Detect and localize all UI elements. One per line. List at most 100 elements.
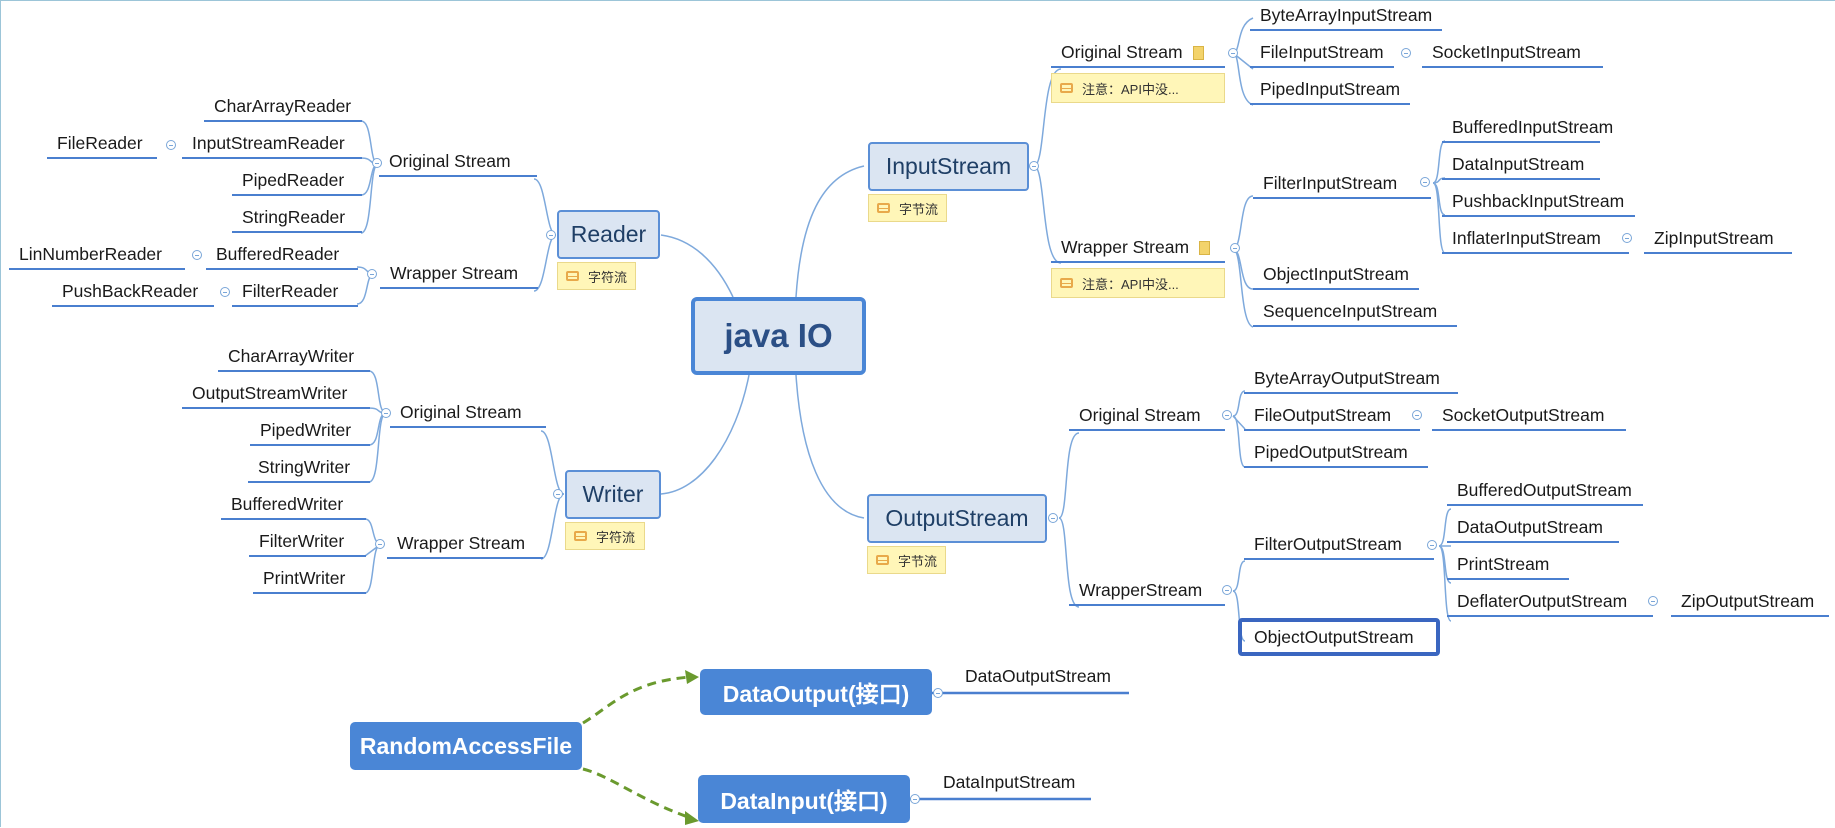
collapse-icon[interactable]	[1230, 243, 1240, 253]
collapse-icon[interactable]	[1648, 596, 1658, 606]
leaf-pipedoutputstream[interactable]: PipedOutputStream	[1244, 441, 1428, 468]
leaf-bufferedoutputstream[interactable]: BufferedOutputStream	[1447, 479, 1643, 506]
os-wrapper-stream[interactable]: WrapperStream	[1069, 579, 1225, 606]
is-wrapper-note[interactable]: 注意：API中没...	[1051, 268, 1225, 298]
collapse-icon[interactable]	[1029, 161, 1039, 171]
leaf-sequenceinputstream[interactable]: SequenceInputStream	[1253, 300, 1457, 327]
writer-note[interactable]: 字符流	[565, 522, 645, 550]
leaf-zipinputstream[interactable]: ZipInputStream	[1644, 227, 1792, 254]
leaf-filteroutputstream[interactable]: FilterOutputStream	[1244, 533, 1434, 560]
collapse-icon[interactable]	[1427, 540, 1437, 550]
leaf-filterwriter[interactable]: FilterWriter	[249, 530, 366, 557]
edge-os-orig-3	[1232, 415, 1246, 468]
leaf-filterinputstream[interactable]: FilterInputStream	[1253, 172, 1431, 199]
leaf-linnumberreader[interactable]: LinNumberReader	[9, 243, 185, 270]
collapse-icon[interactable]	[375, 539, 385, 549]
outputstream-node[interactable]: OutputStream	[867, 494, 1047, 543]
reader-original-stream[interactable]: Original Stream	[379, 150, 537, 177]
os-original-stream[interactable]: Original Stream	[1069, 404, 1225, 431]
leaf-dataoutputstream-child[interactable]: DataOutputStream	[965, 666, 1111, 686]
is-wrapper-stream[interactable]: Wrapper Stream	[1051, 236, 1225, 263]
leaf-deflateroutputstream[interactable]: DeflaterOutputStream	[1447, 590, 1653, 617]
document-icon[interactable]	[1199, 241, 1211, 256]
leaf-filterreader[interactable]: FilterReader	[232, 280, 358, 307]
leaf-objectinputstream[interactable]: ObjectInputStream	[1253, 263, 1419, 290]
leaf-bufferedwriter[interactable]: BufferedWriter	[221, 493, 366, 520]
reader-node[interactable]: Reader	[557, 210, 660, 259]
collapse-icon[interactable]	[1622, 233, 1632, 243]
randomaccessfile-node[interactable]: RandomAccessFile	[350, 722, 582, 770]
collapse-icon[interactable]	[910, 794, 920, 804]
leaf-printwriter[interactable]: PrintWriter	[253, 567, 366, 594]
leaf-bytearrayoutputstream[interactable]: ByteArrayOutputStream	[1244, 367, 1458, 394]
collapse-icon[interactable]	[553, 489, 563, 499]
is-original-note[interactable]: 注意：API中没...	[1051, 73, 1225, 103]
note-text: 注意：API中没...	[1082, 276, 1179, 292]
leaf-pushbackinputstream[interactable]: PushbackInputStream	[1442, 190, 1635, 217]
collapse-icon[interactable]	[1222, 585, 1232, 595]
inputstream-note[interactable]: 字节流	[868, 194, 947, 222]
note-text: 字节流	[898, 553, 938, 569]
writer-wrapper-stream[interactable]: Wrapper Stream	[387, 532, 543, 559]
dataoutput-interface-node[interactable]: DataOutput(接口)	[700, 669, 932, 715]
leaf-zipoutputstream[interactable]: ZipOutputStream	[1671, 590, 1829, 617]
leaf-chararrayreader[interactable]: CharArrayReader	[204, 95, 362, 122]
collapse-icon[interactable]	[166, 140, 176, 150]
reader-wrapper-stream[interactable]: Wrapper Stream	[380, 262, 538, 289]
leaf-stringwriter[interactable]: StringWriter	[248, 456, 370, 483]
collapse-icon[interactable]	[192, 250, 202, 260]
collapse-icon[interactable]	[546, 230, 556, 240]
datainput-interface-node[interactable]: DataInput(接口)	[698, 775, 910, 823]
collapse-icon[interactable]	[1228, 48, 1238, 58]
edge-writer-original	[540, 430, 565, 495]
leaf-socketinputstream[interactable]: SocketInputStream	[1422, 41, 1603, 68]
leaf-printstream[interactable]: PrintStream	[1447, 553, 1569, 580]
leaf-bufferedinputstream[interactable]: BufferedInputStream	[1442, 116, 1613, 143]
collapse-icon[interactable]	[1420, 177, 1430, 187]
leaf-pipedinputstream[interactable]: PipedInputStream	[1250, 78, 1411, 105]
leaf-bytearrayinputstream[interactable]: ByteArrayInputStream	[1250, 4, 1443, 31]
arrowhead-dataoutput	[685, 670, 699, 684]
leaf-inflaterinputstream[interactable]: InflaterInputStream	[1442, 227, 1629, 254]
collapse-icon[interactable]	[1401, 48, 1411, 58]
writer-original-stream[interactable]: Original Stream	[390, 401, 546, 428]
edge-center-writer	[660, 374, 750, 495]
document-icon[interactable]	[1192, 46, 1204, 61]
reader-note[interactable]: 字符流	[557, 262, 636, 290]
leaf-bufferedreader[interactable]: BufferedReader	[206, 243, 358, 270]
leaf-stringreader[interactable]: StringReader	[232, 206, 362, 233]
leaf-dataoutputstream[interactable]: DataOutputStream	[1447, 516, 1619, 543]
leaf-pipedreader[interactable]: PipedReader	[232, 169, 362, 196]
edge-is-wrap-filter	[1232, 195, 1254, 250]
leaf-fileoutputstream[interactable]: FileOutputStream	[1244, 404, 1420, 431]
writer-node[interactable]: Writer	[565, 470, 661, 519]
collapse-icon[interactable]	[220, 287, 230, 297]
outputstream-note[interactable]: 字节流	[867, 546, 946, 574]
edge-wr-orig-4	[368, 412, 387, 483]
edge-os-wrap-filter	[1232, 560, 1246, 592]
leaf-socketoutputstream[interactable]: SocketOutputStream	[1432, 404, 1626, 431]
inputstream-node[interactable]: InputStream	[868, 142, 1029, 191]
collapse-icon[interactable]	[367, 269, 377, 279]
leaf-objectoutputstream[interactable]: ObjectOutputStream	[1238, 618, 1440, 656]
leaf-fileinputstream[interactable]: FileInputStream	[1250, 41, 1394, 68]
leaf-chararraywriter[interactable]: CharArrayWriter	[218, 345, 370, 372]
leaf-pushbackreader[interactable]: PushBackReader	[52, 280, 214, 307]
leaf-filereader[interactable]: FileReader	[47, 132, 157, 159]
collapse-icon[interactable]	[933, 688, 943, 698]
collapse-icon[interactable]	[1222, 410, 1232, 420]
note-icon	[1060, 83, 1073, 93]
collapse-icon[interactable]	[1412, 410, 1422, 420]
collapse-icon[interactable]	[372, 158, 382, 168]
leaf-datainputstream[interactable]: DataInputStream	[1442, 153, 1600, 180]
leaf-inputstreamreader[interactable]: InputStreamReader	[182, 132, 362, 159]
is-original-stream[interactable]: Original Stream	[1051, 41, 1225, 68]
edge-os-orig-1	[1232, 390, 1246, 417]
central-topic[interactable]: java IO	[691, 297, 866, 375]
leaf-pipedwriter[interactable]: PipedWriter	[250, 419, 370, 446]
leaf-datainputstream-child[interactable]: DataInputStream	[943, 772, 1076, 792]
leaf-outputstreamwriter[interactable]: OutputStreamWriter	[182, 382, 370, 409]
collapse-icon[interactable]	[1048, 513, 1058, 523]
note-text: 字符流	[596, 529, 636, 545]
collapse-icon[interactable]	[381, 408, 391, 418]
